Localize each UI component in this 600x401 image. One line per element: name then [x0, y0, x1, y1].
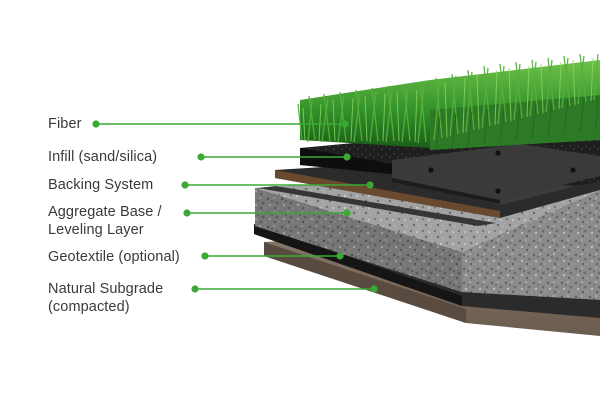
label-subgrade-line1: Natural Subgrade [48, 281, 164, 297]
label-aggregate-line1: Aggregate Base / [48, 204, 162, 220]
leader-dot-infill [197, 153, 205, 161]
leader-dot-subgrade [191, 285, 199, 293]
leader-dot-fiber [92, 120, 100, 128]
label-geotextile: Geotextile (optional) [48, 249, 180, 265]
label-fiber: Fiber [48, 116, 82, 132]
label-aggregate-line2: Leveling Layer [48, 222, 144, 238]
grass-fibers [297, 53, 600, 151]
label-natural-subgrade: Natural Subgrade (compacted) [48, 280, 163, 316]
leader-dot-backing [181, 181, 189, 189]
label-infill: Infill (sand/silica) [48, 149, 158, 165]
label-subgrade-line2: (compacted) [48, 299, 130, 315]
leader-lines [92, 120, 378, 293]
backing-plate [392, 144, 600, 204]
label-backing-system: Backing System [48, 177, 154, 193]
leader-dot-geotextile [201, 252, 209, 260]
leader-dot-aggregate [183, 209, 191, 217]
label-aggregate-base: Aggregate Base / Leveling Layer [48, 203, 162, 239]
